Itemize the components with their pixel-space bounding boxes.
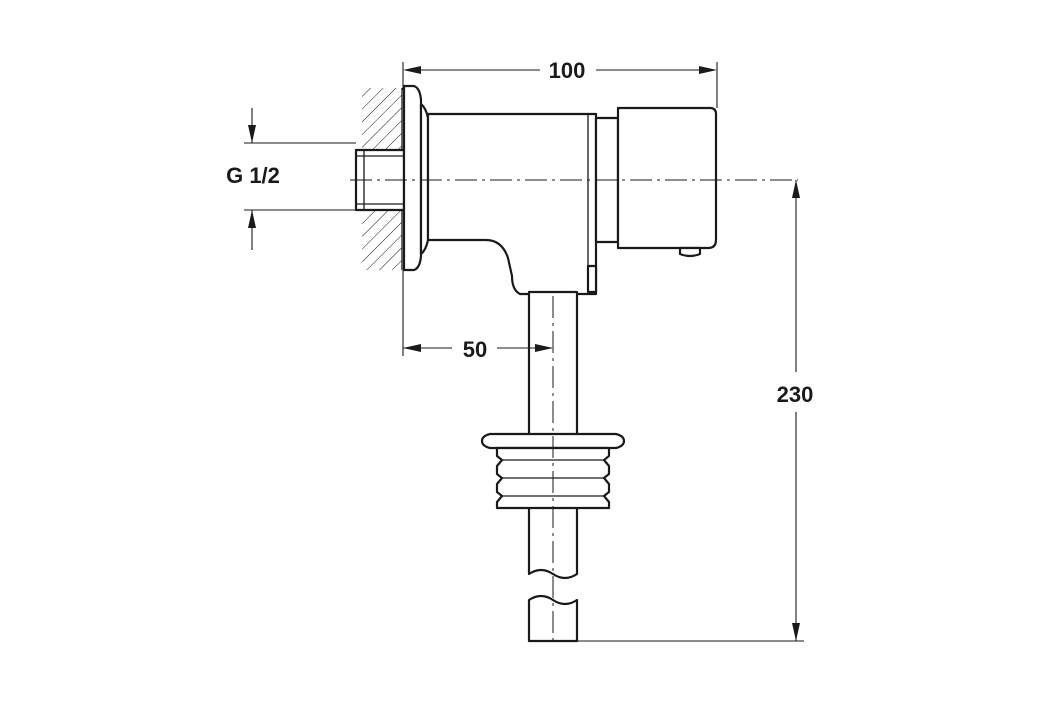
center-lines (350, 179, 798, 640)
dimension-thread: G 1/2 (226, 108, 356, 250)
dimension-depth-outlet: 50 (402, 270, 553, 362)
label-width-total: 100 (549, 58, 586, 83)
dimension-width-total: 100 (402, 58, 718, 108)
label-height-total: 230 (777, 382, 814, 407)
push-button-cap (594, 106, 718, 258)
dimension-height-total: 230 (577, 180, 814, 642)
valve-body (426, 112, 598, 296)
label-depth-outlet: 50 (463, 337, 487, 362)
wall-flange (402, 84, 430, 272)
label-thread: G 1/2 (226, 163, 280, 188)
